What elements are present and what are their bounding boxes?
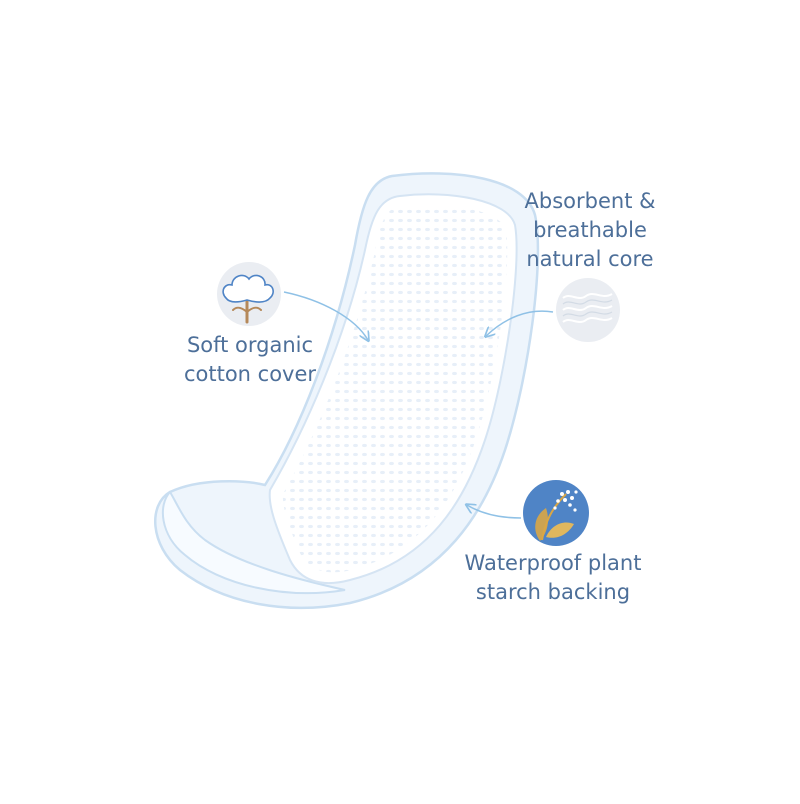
starch-backing-label: Waterproof plant starch backing <box>445 549 661 607</box>
pad-illustration <box>154 172 540 610</box>
plant-starch-leaf-icon <box>535 490 578 541</box>
backing-label-line-2: starch backing <box>475 580 631 604</box>
cotton-label-line-1: Soft organic <box>186 333 314 357</box>
core-label-line-3: natural core <box>526 247 654 271</box>
cotton-cover-label: Soft organic cotton cover <box>170 331 330 389</box>
backing-callout <box>523 480 589 546</box>
cotton-arrow <box>283 291 368 340</box>
backing-arrow <box>467 505 522 519</box>
core-icon-bg <box>556 278 620 342</box>
absorbent-core-label: Absorbent & breathable natural core <box>505 187 675 274</box>
core-callout <box>556 278 620 342</box>
cotton-callout <box>217 262 281 326</box>
cotton-flower-icon <box>222 274 274 324</box>
core-label-line-2: breathable <box>533 218 647 242</box>
pad-absorbent-texture <box>282 204 508 573</box>
absorbent-core-icon <box>562 293 613 323</box>
backing-label-line-1: Waterproof plant <box>464 551 642 575</box>
cotton-label-line-2: cotton cover <box>183 362 317 386</box>
pad-front-lip <box>162 490 346 595</box>
core-arrow <box>486 310 554 336</box>
core-label-line-1: Absorbent & <box>524 189 656 213</box>
